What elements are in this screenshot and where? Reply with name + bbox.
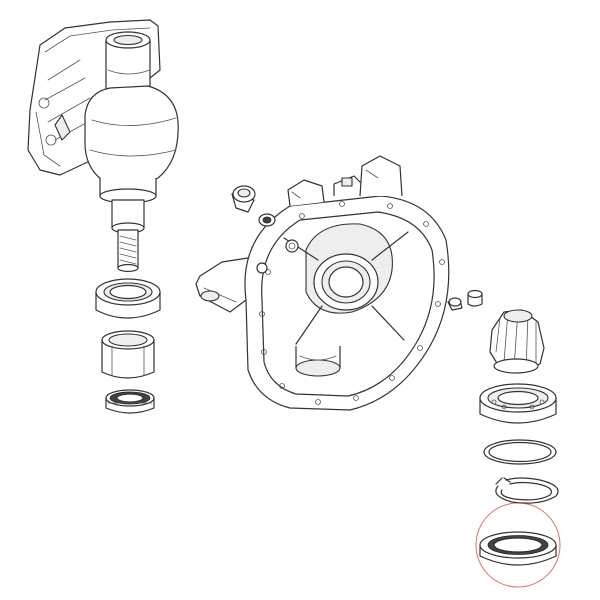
- bolt[interactable]: [447, 289, 483, 311]
- bevel-pinion-gear[interactable]: [489, 309, 545, 374]
- tapered-roller-bearing[interactable]: [95, 278, 161, 319]
- thrust-bearing[interactable]: [105, 389, 155, 414]
- needle-roller-bearing[interactable]: [101, 330, 155, 379]
- oil-seal[interactable]: [479, 531, 557, 566]
- spindle-housing[interactable]: [27, 19, 179, 273]
- circlip[interactable]: [495, 477, 559, 504]
- ball-bearing[interactable]: [479, 383, 557, 424]
- drive-axle-housing[interactable]: [195, 155, 450, 411]
- grease-fitting[interactable]: [231, 185, 276, 227]
- highlight-circle: [475, 502, 561, 588]
- o-ring[interactable]: [483, 439, 557, 465]
